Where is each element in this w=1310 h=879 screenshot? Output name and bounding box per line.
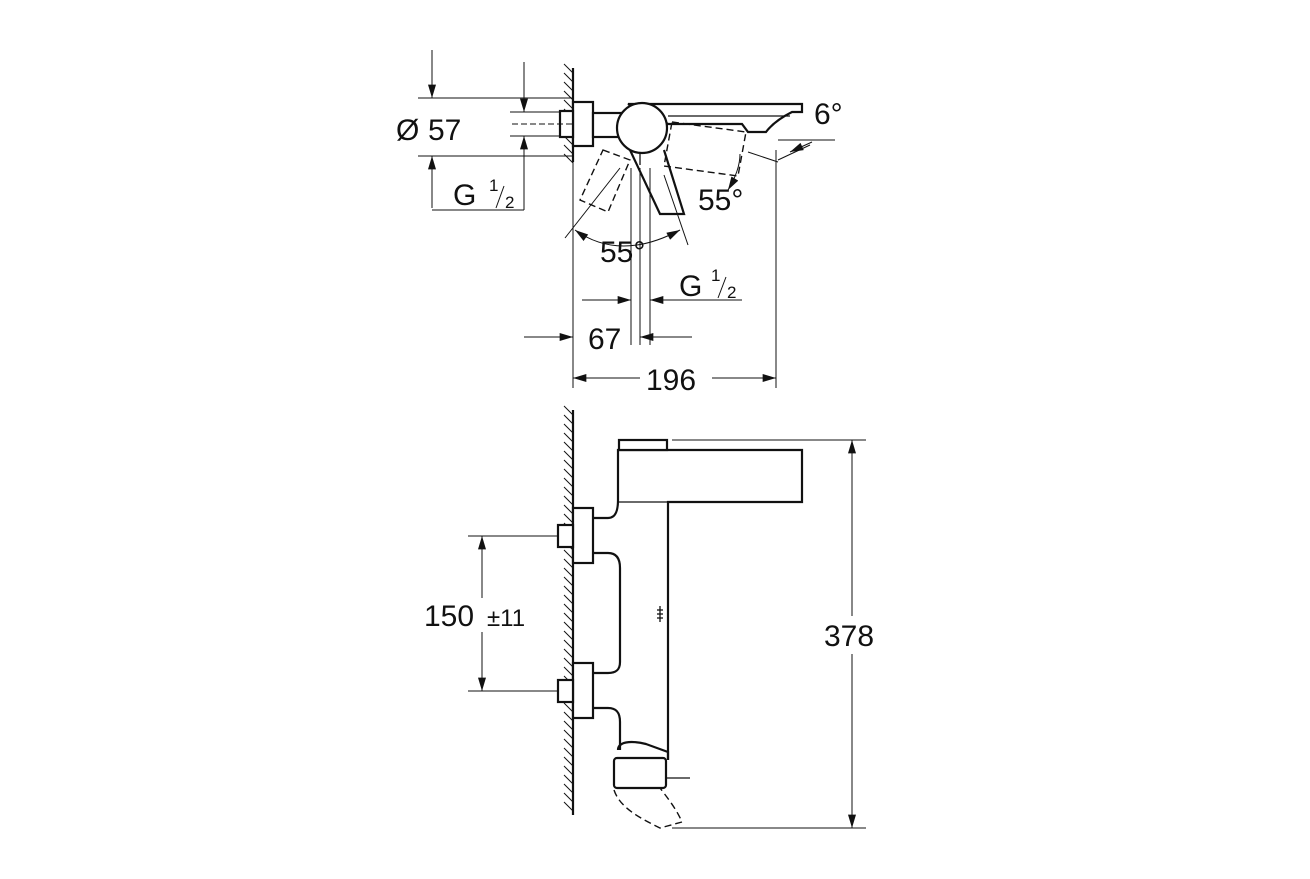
dim-diameter-symbol: Ø: [396, 114, 419, 147]
bottom-spout-rotated: [613, 787, 683, 829]
top-view: Ø 57 G 1 2 6° 55° 55° G 1 2: [396, 50, 843, 397]
wall-hatch-line: [563, 72, 574, 83]
wall-hatch-line: [563, 576, 574, 587]
wall-hatch-line: [563, 63, 574, 74]
wall-hatch-line: [563, 486, 574, 497]
wall-hatch-line: [563, 657, 574, 668]
wall-hatch-line: [563, 774, 574, 785]
dim-centers-tolerance: ±11: [487, 605, 525, 632]
wall-side: [563, 405, 575, 815]
dim-depth-label: 196: [646, 364, 696, 397]
wall-hatch-line: [563, 738, 574, 749]
wall-hatch-line: [563, 585, 574, 596]
dim-diameter: [418, 50, 573, 208]
dim-centers: [468, 535, 558, 692]
wall-connection-lower: [556, 661, 595, 720]
dim-diameter-value: 57: [428, 114, 461, 147]
mixer-body-outline: [593, 448, 804, 760]
wall-hatch-line: [563, 711, 574, 722]
wall-hatch-line: [563, 423, 574, 434]
lever-rotated-right: [663, 121, 747, 177]
angle-spout-label: 6°: [814, 98, 843, 131]
wall-hatch-line: [563, 414, 574, 425]
angle-lever-right-label: 55°: [698, 184, 743, 217]
wall-hatch-line: [563, 783, 574, 794]
wall-hatch-line: [563, 729, 574, 740]
top-handle: [617, 438, 669, 452]
dim-height-label: 378: [824, 620, 874, 653]
wall-hatch-line: [563, 702, 574, 713]
wall-hatch-line: [563, 441, 574, 452]
wall-hatch-line: [563, 81, 574, 92]
logo-mark: [657, 606, 663, 622]
wall-hatch-line: [563, 513, 574, 524]
wall-hatch-line: [563, 405, 574, 416]
wall-hatch-line: [563, 558, 574, 569]
wall-hatch-line: [563, 459, 574, 470]
wall-hatch-line: [563, 621, 574, 632]
wall-hatch-line: [563, 648, 574, 659]
wall-hatch-line: [563, 603, 574, 614]
wall-hatch-line: [563, 765, 574, 776]
dim-thread-left: [432, 62, 560, 211]
angle-lever-left-label: 55°: [600, 236, 645, 269]
wall-hatch-line: [563, 495, 574, 506]
wall-hatch-line: [563, 468, 574, 479]
wall-connection-top: [512, 100, 625, 148]
angle-arc-right: [727, 153, 741, 191]
spout-outline: [627, 102, 804, 134]
wall-hatch-line: [563, 801, 574, 812]
wall-hatch-line: [563, 549, 574, 560]
angle-lines-lever: [564, 139, 835, 246]
wall-hatch-line: [563, 144, 574, 155]
wall-hatch-line: [563, 747, 574, 758]
lever-solid: [615, 101, 686, 216]
wall-hatch-line: [563, 612, 574, 623]
thread-right-denominator: 2: [727, 283, 736, 302]
thread-left-fraction-bar: [495, 185, 505, 209]
wall-hatch-line: [563, 567, 574, 578]
wall-hatch-line: [563, 792, 574, 803]
wall-hatch-line: [563, 504, 574, 515]
wall-connection-upper: [556, 506, 595, 565]
wall-hatch-line: [563, 153, 574, 164]
wall-hatch-line: [563, 630, 574, 641]
thread-left-numerator: 1: [489, 176, 498, 195]
wall-hatch-line: [563, 432, 574, 443]
angle-arc-spout: [789, 141, 813, 153]
wall-hatch-line: [563, 90, 574, 101]
thread-right-letter: G: [679, 270, 702, 303]
side-view: 150 ±11 378: [424, 405, 874, 829]
wall-hatch-line: [563, 450, 574, 461]
dim-offset-label: 67: [588, 323, 621, 356]
wall-hatch-line: [563, 720, 574, 731]
bottom-spout: [612, 740, 690, 790]
angle-arc-left: [574, 229, 681, 247]
wall-hatch-line: [563, 594, 574, 605]
wall-hatch-line: [563, 639, 574, 650]
lever-rotated-left: [579, 149, 631, 213]
dim-height: [672, 439, 866, 829]
dim-centers-label: 150: [424, 600, 474, 633]
thread-right-numerator: 1: [711, 266, 720, 285]
wall-hatch-line: [563, 666, 574, 677]
wall-hatch-line: [563, 756, 574, 767]
thread-left-denominator: 2: [505, 193, 514, 212]
thread-left-letter: G: [453, 179, 476, 212]
wall-hatch-line: [563, 99, 574, 110]
wall-hatch-line: [563, 477, 574, 488]
thread-right-fraction-bar: [717, 276, 727, 299]
